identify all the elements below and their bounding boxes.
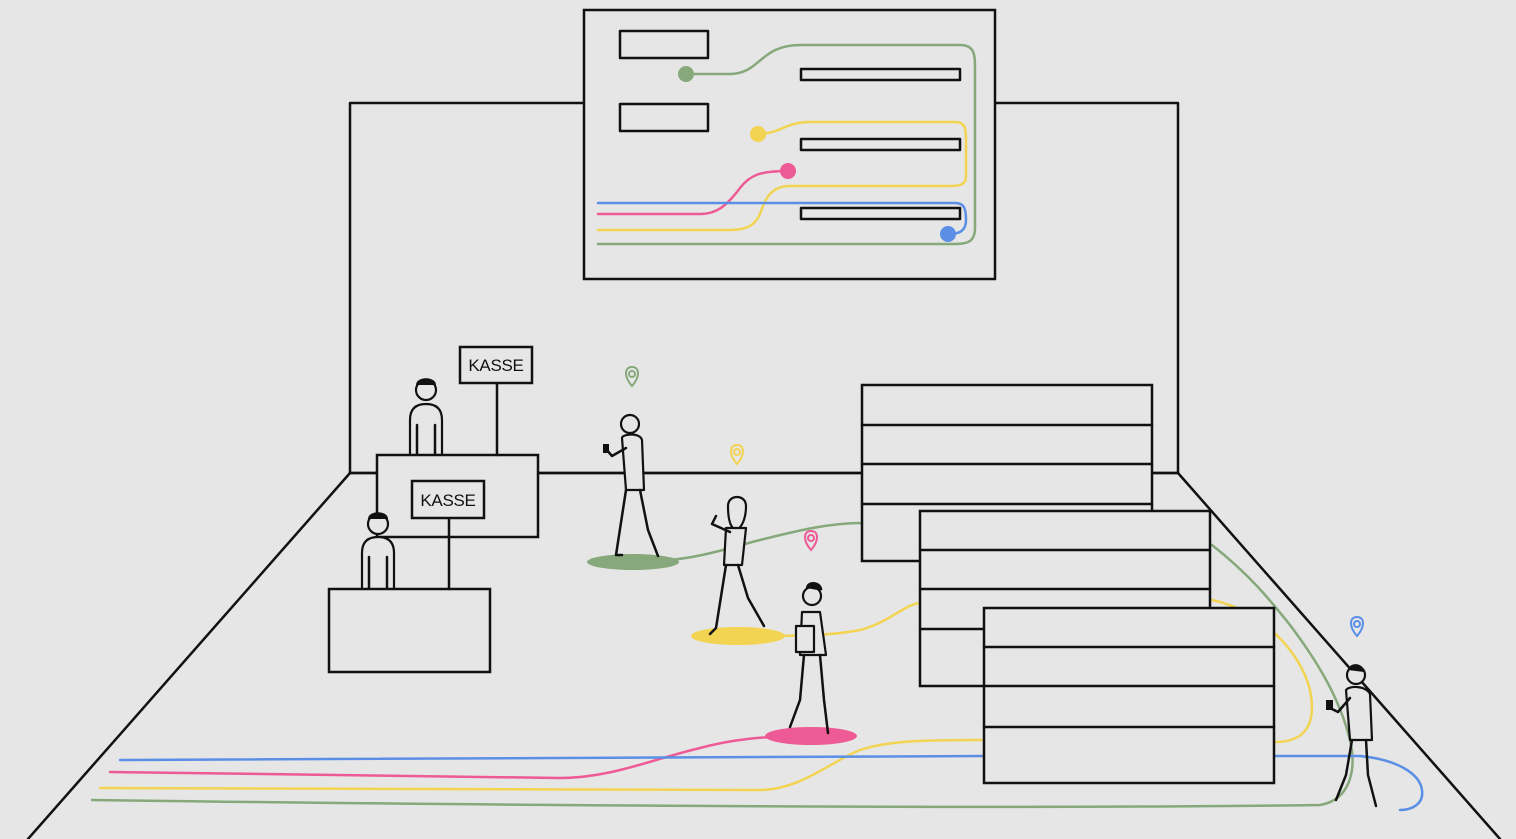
map-pin-icon — [731, 445, 743, 464]
shopper-pink-route — [790, 582, 828, 733]
counter-front — [329, 589, 490, 672]
board-dot-green — [678, 66, 694, 82]
kasse-sign-back-text: KASSE — [468, 356, 523, 375]
route-display-board — [584, 10, 995, 279]
map-pin-icon — [805, 531, 817, 550]
board-dot-pink — [780, 163, 796, 179]
shopper-blue-route — [1326, 664, 1376, 806]
board-dot-blue — [940, 226, 956, 242]
floor-marker-pink — [765, 727, 857, 745]
shelf-unit-front — [984, 608, 1274, 783]
shopper-green-route — [603, 415, 658, 556]
shopper-yellow-route — [710, 497, 764, 634]
kasse-sign-front-text: KASSE — [420, 491, 475, 510]
map-pin-icon — [1351, 617, 1363, 636]
floor-marker-green — [587, 554, 679, 570]
floor — [28, 473, 1500, 839]
map-pin-icon — [626, 367, 638, 386]
cashier-back — [410, 378, 442, 455]
floor-marker-yellow — [691, 627, 785, 645]
board-dot-yellow — [750, 126, 766, 142]
